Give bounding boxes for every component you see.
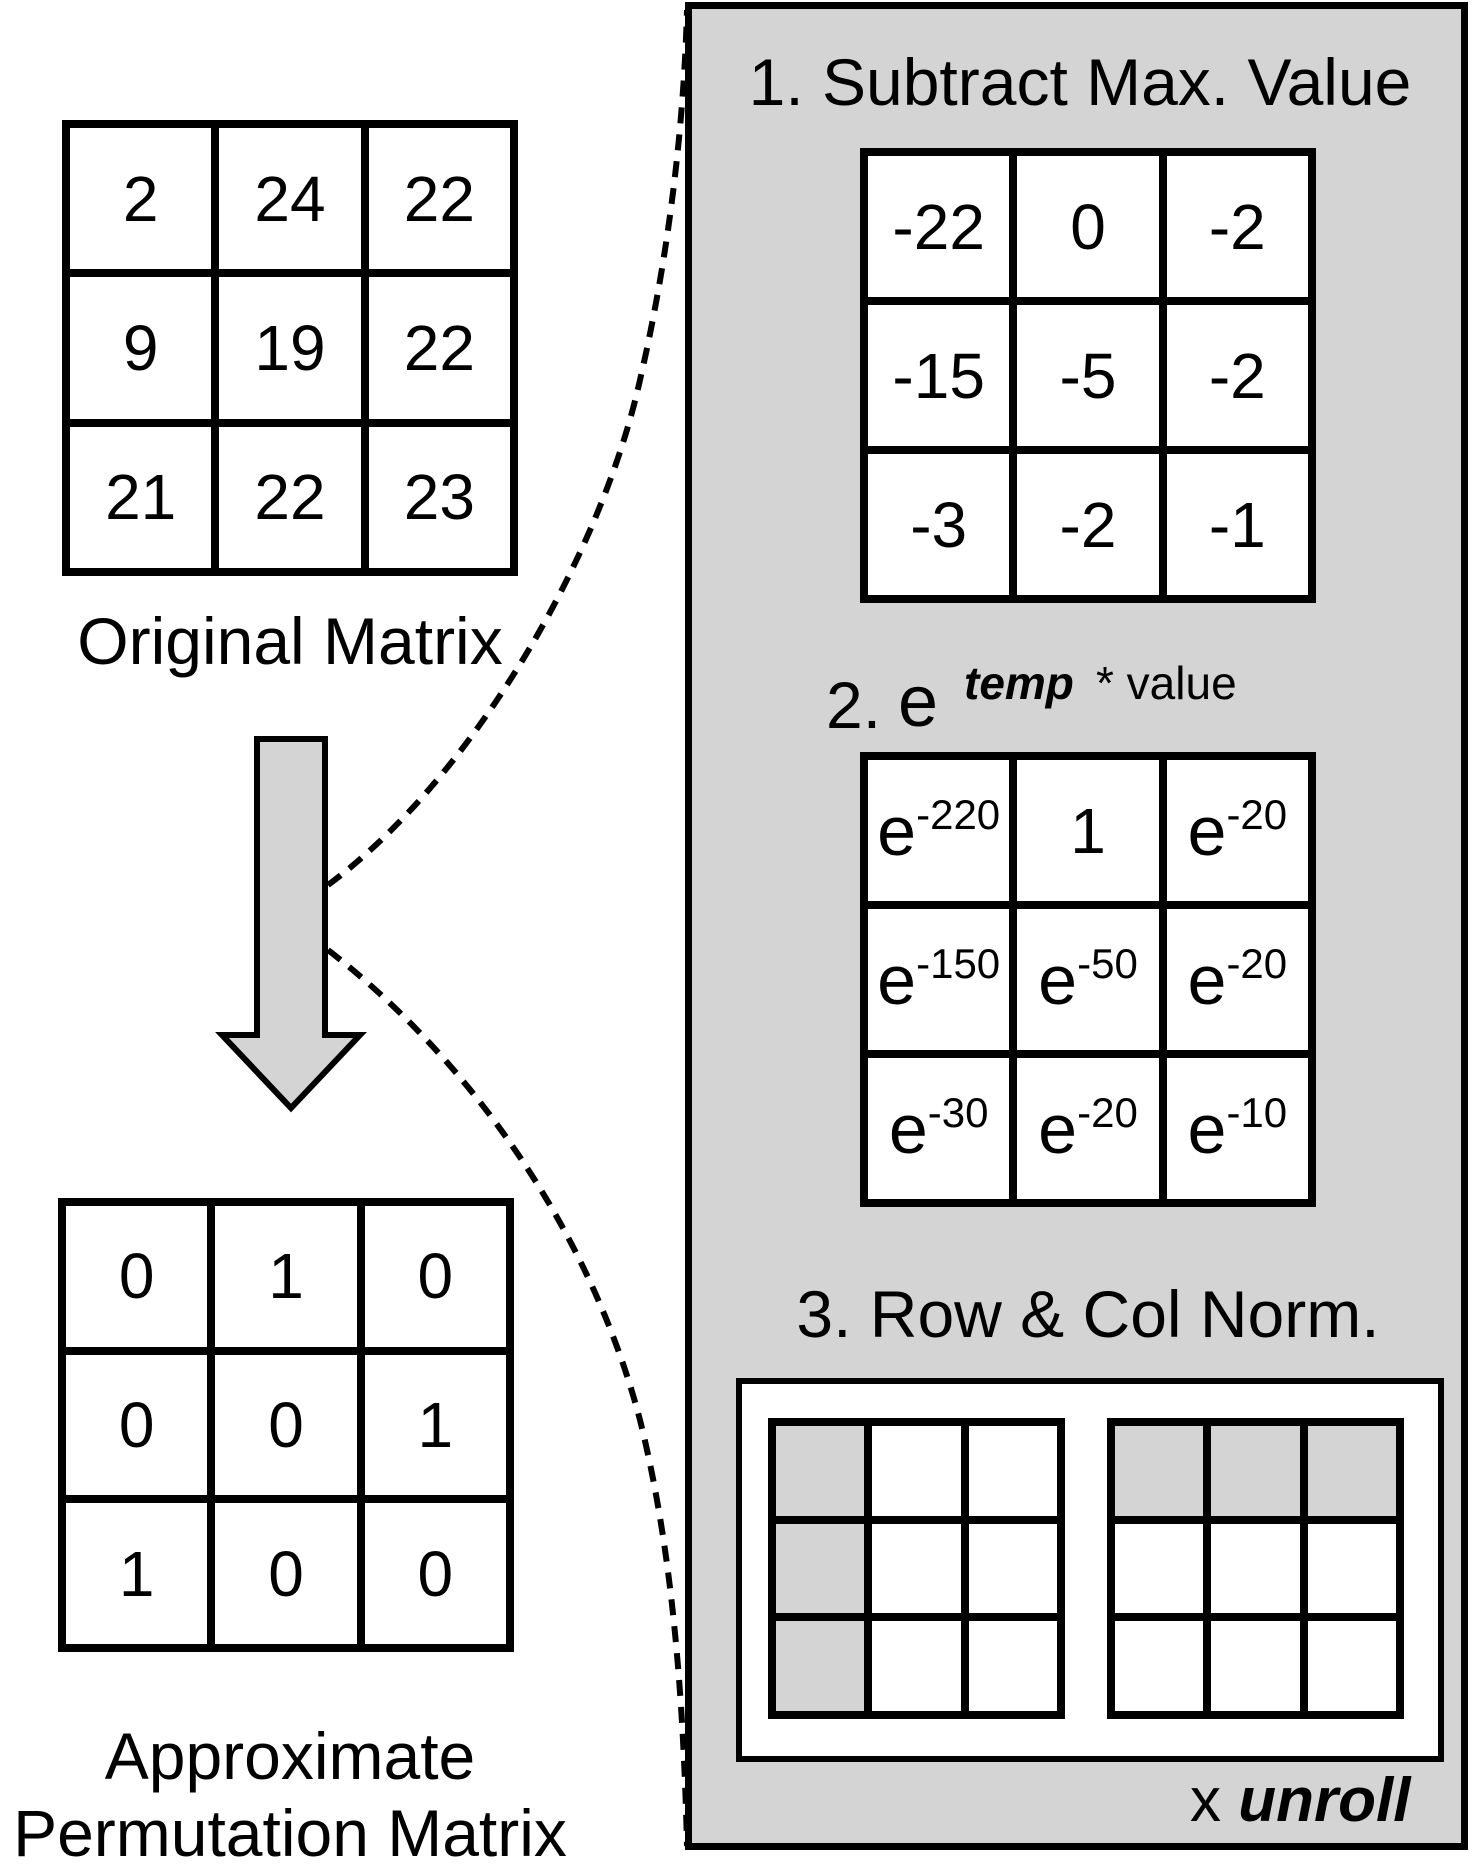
exp-base: e bbox=[877, 940, 917, 1019]
grid-cell bbox=[1307, 1523, 1396, 1614]
matrix-cell: e-30 bbox=[868, 1058, 1010, 1199]
matrix-cell: e-20 bbox=[1166, 909, 1308, 1050]
step2-matrix: e-220 1 e-20 e-150 e-50 e-20 e-30 e-20 e… bbox=[860, 752, 1316, 1207]
exp-base: e bbox=[877, 791, 917, 870]
step2-title-base: e bbox=[898, 662, 939, 742]
grid-cell-shaded bbox=[1211, 1426, 1300, 1516]
matrix-cell: e-10 bbox=[1166, 1058, 1308, 1199]
matrix-cell: -22 bbox=[868, 156, 1010, 297]
lower-dashed-connector bbox=[326, 947, 690, 1847]
step3-title: 3. Row & Col Norm. bbox=[796, 1277, 1380, 1351]
grid-cell-shaded bbox=[1115, 1426, 1204, 1516]
matrix-cell: e-20 bbox=[1166, 760, 1308, 901]
matrix-cell: -15 bbox=[868, 305, 1010, 446]
exp-power: -150 bbox=[916, 939, 1001, 987]
exp-base: e bbox=[1038, 940, 1078, 1019]
exp-power: -20 bbox=[1226, 939, 1288, 987]
exp-base: e bbox=[1187, 1089, 1227, 1168]
exp-power: -10 bbox=[1226, 1088, 1288, 1136]
grid-cell bbox=[872, 1621, 961, 1711]
exp-base: e bbox=[888, 1089, 928, 1168]
row-normalization-grid bbox=[768, 1418, 1065, 1719]
exp-power: -50 bbox=[1077, 939, 1138, 987]
unroll-text: unroll bbox=[1238, 1766, 1411, 1835]
exp-power: -30 bbox=[927, 1088, 989, 1136]
matrix-cell: -2 bbox=[1166, 156, 1308, 297]
matrix-cell: 9 bbox=[70, 277, 212, 419]
matrix-cell: 23 bbox=[368, 426, 510, 568]
original-matrix-label: Original Matrix bbox=[77, 604, 503, 678]
permutation-matrix-label-line2: Permutation Matrix bbox=[13, 1796, 567, 1870]
matrix-cell: e-150 bbox=[868, 909, 1010, 1050]
matrix-cell: 1 bbox=[1017, 760, 1159, 901]
grid-cell bbox=[968, 1621, 1057, 1711]
matrix-cell: -3 bbox=[868, 454, 1010, 595]
grid-cell bbox=[968, 1426, 1057, 1516]
exp-power: -20 bbox=[1077, 1088, 1138, 1136]
matrix-cell: -1 bbox=[1166, 454, 1308, 595]
grid-cell-shaded bbox=[776, 1426, 865, 1516]
grid-cell bbox=[872, 1426, 961, 1516]
grid-cell bbox=[968, 1523, 1057, 1614]
upper-dashed-connector bbox=[326, 9, 690, 888]
matrix-cell: 0 bbox=[215, 1354, 357, 1496]
matrix-cell: 0 bbox=[1017, 156, 1159, 297]
step1-matrix: -22 0 -2 -15 -5 -2 -3 -2 -1 bbox=[860, 148, 1316, 603]
matrix-cell: 1 bbox=[66, 1503, 208, 1644]
matrix-cell: -5 bbox=[1017, 305, 1159, 446]
matrix-cell: 22 bbox=[368, 128, 510, 270]
matrix-cell: 2 bbox=[70, 128, 212, 270]
step2-title-prefix: 2. bbox=[826, 668, 882, 742]
permutation-matrix: 0 1 0 0 0 1 1 0 0 bbox=[58, 1198, 514, 1652]
matrix-cell: 0 bbox=[66, 1206, 208, 1347]
step2-title-exponent: temp bbox=[964, 657, 1074, 709]
grid-cell bbox=[1211, 1621, 1300, 1711]
grid-cell-shaded bbox=[1307, 1426, 1396, 1516]
unroll-label: x unroll bbox=[1190, 1770, 1410, 1832]
matrix-cell: e-20 bbox=[1017, 1058, 1159, 1199]
matrix-cell: -2 bbox=[1017, 454, 1159, 595]
matrix-cell: 24 bbox=[219, 128, 361, 270]
matrix-cell: 22 bbox=[368, 277, 510, 419]
grid-cell-shaded bbox=[776, 1523, 865, 1614]
exp-base: e bbox=[1038, 1089, 1078, 1168]
matrix-cell: 1 bbox=[215, 1206, 357, 1347]
matrix-cell: 22 bbox=[219, 426, 361, 568]
grid-cell bbox=[1115, 1523, 1204, 1614]
matrix-cell: 0 bbox=[66, 1354, 208, 1496]
step2-title: 2. e temp * value bbox=[826, 657, 1286, 738]
matrix-cell: 1 bbox=[364, 1354, 506, 1496]
matrix-cell: 0 bbox=[364, 1206, 506, 1347]
matrix-cell: 0 bbox=[215, 1503, 357, 1644]
exp-base: e bbox=[1187, 940, 1227, 1019]
matrix-cell: -2 bbox=[1166, 305, 1308, 446]
matrix-cell: e-50 bbox=[1017, 909, 1159, 1050]
exp-power: -220 bbox=[916, 790, 1001, 838]
permutation-matrix-label-line1: Approximate bbox=[104, 1719, 476, 1793]
step1-title: 1. Subtract Max. Value bbox=[748, 45, 1412, 119]
unroll-prefix: x bbox=[1190, 1766, 1221, 1835]
grid-cell bbox=[1211, 1523, 1300, 1614]
grid-cell-shaded bbox=[776, 1621, 865, 1711]
matrix-cell: 0 bbox=[364, 1503, 506, 1644]
grid-cell bbox=[1115, 1621, 1204, 1711]
exp-power: -20 bbox=[1226, 790, 1288, 838]
matrix-cell: 19 bbox=[219, 277, 361, 419]
original-matrix: 2 24 22 9 19 22 21 22 23 bbox=[62, 120, 518, 576]
column-normalization-grid bbox=[1107, 1418, 1404, 1719]
grid-cell bbox=[1307, 1621, 1396, 1711]
step2-title-suffix: * value bbox=[1096, 657, 1237, 709]
matrix-cell: e-220 bbox=[868, 760, 1010, 901]
grid-cell bbox=[872, 1523, 961, 1614]
matrix-cell: 21 bbox=[70, 426, 212, 568]
exp-base: e bbox=[1187, 791, 1227, 870]
